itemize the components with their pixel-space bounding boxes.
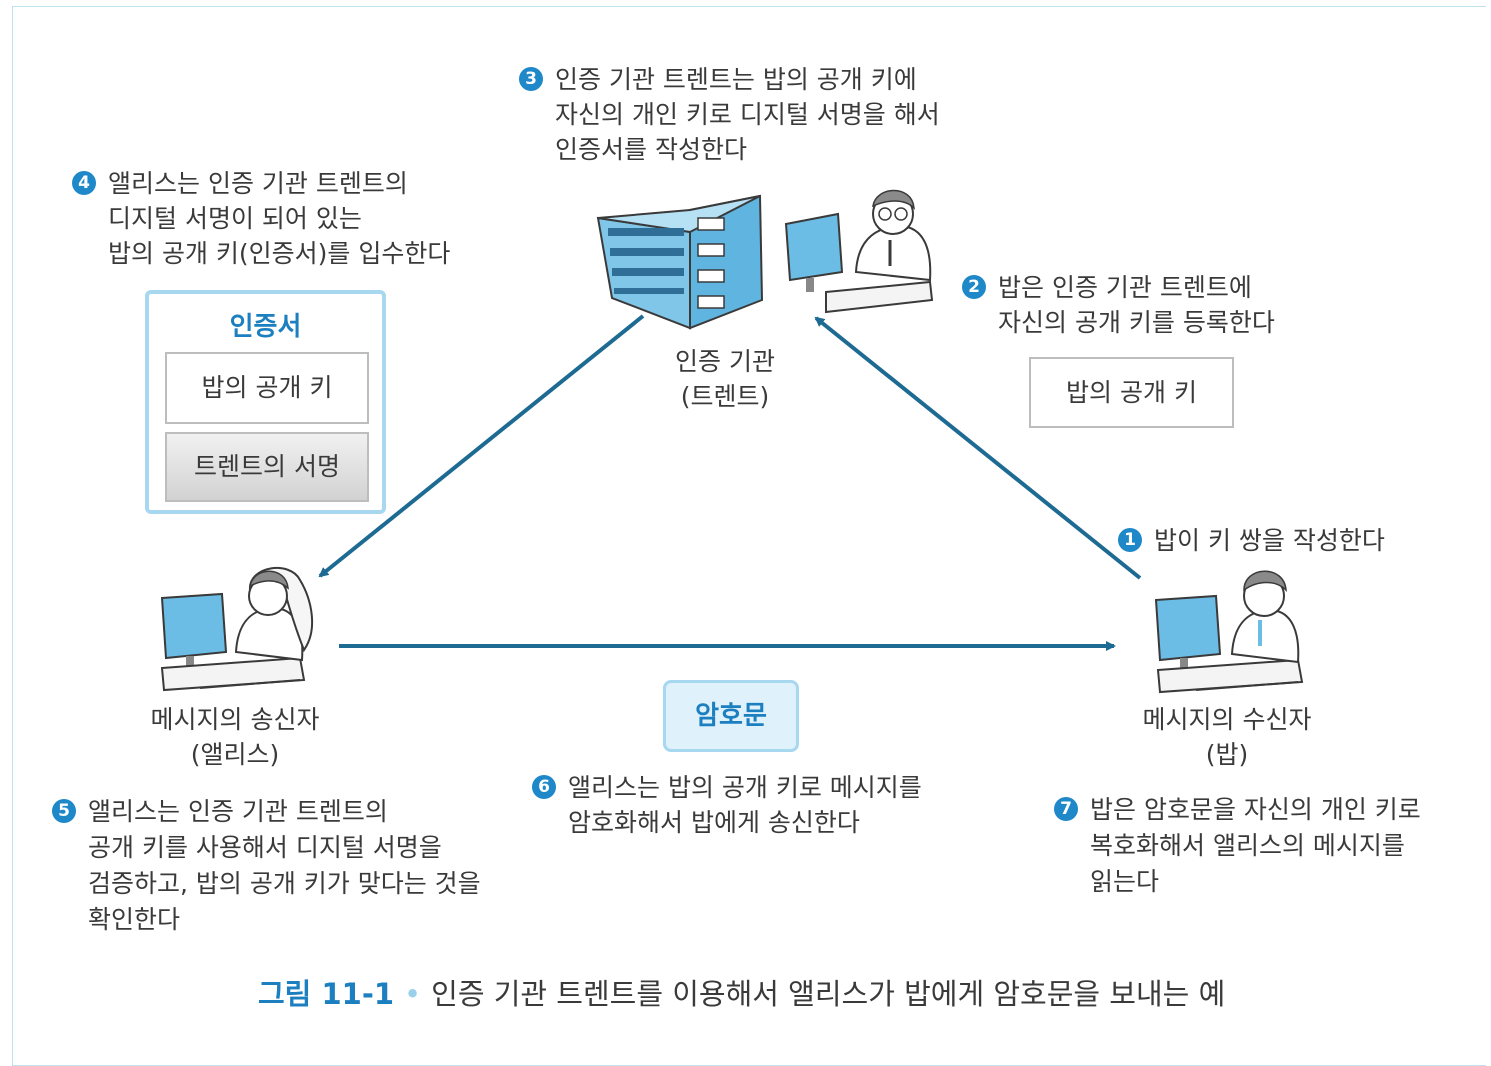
- step-5-line-1: 앨리스는 인증 기관 트렌트의: [88, 797, 388, 826]
- step-4-line-1: 앨리스는 인증 기관 트렌트의: [108, 169, 408, 198]
- step-1-badge: 1: [1118, 528, 1142, 552]
- step-4-badge: 4: [72, 171, 96, 195]
- diagram-graphics: [160, 189, 1304, 694]
- trent-person-icon: [784, 189, 934, 314]
- bob-person-icon: [1154, 570, 1304, 694]
- trent-label-line-1: 인증 기관: [675, 347, 775, 376]
- alice-label-line-2: (앨리스): [190, 740, 280, 769]
- step-5-line-2: 공개 키를 사용해서 디지털 서명을: [88, 833, 442, 862]
- arrow-trent-to-alice: [318, 314, 645, 578]
- step-3-line-2: 자신의 개인 키로 디지털 서명을 해서: [555, 100, 940, 129]
- arrow-bob-to-trent: [814, 316, 1142, 580]
- caption-text: 인증 기관 트렌트를 이용해서 앨리스가 밥에게 암호문을 보내는 예: [431, 977, 1226, 1011]
- step-6-badge: 6: [532, 775, 556, 799]
- step-6-line-1: 앨리스는 밥의 공개 키로 메시지를: [568, 773, 922, 802]
- step-5-badge: 5: [52, 799, 76, 823]
- certificate-public-key: 밥의 공개 키: [165, 352, 369, 424]
- alice-person-icon: [160, 566, 314, 692]
- caption-separator: •: [404, 977, 422, 1011]
- step-2-line-2: 자신의 공개 키를 등록한다: [998, 308, 1275, 337]
- bob-label-line-2: (밥): [1205, 740, 1249, 769]
- alice-label-line-1: 메시지의 송신자: [150, 705, 320, 734]
- figure-caption: 그림 11-1 • 인증 기관 트렌트를 이용해서 앨리스가 밥에게 암호문을 보내…: [258, 974, 1225, 1014]
- ciphertext-box: 암호문: [663, 680, 799, 752]
- step-1-line-1: 밥이 키 쌍을 작성한다: [1154, 526, 1385, 555]
- step-5-line-3: 검증하고, 밥의 공개 키가 맞다는 것을: [88, 869, 481, 898]
- step-7-line-2: 복호화해서 앨리스의 메시지를: [1090, 831, 1405, 860]
- step-6-line-2: 암호화해서 밥에게 송신한다: [568, 808, 860, 837]
- step-7-line-3: 읽는다: [1090, 867, 1160, 896]
- certificate-title: 인증서: [229, 312, 302, 342]
- alice-label: 메시지의 송신자 (앨리스): [130, 702, 340, 772]
- certificate-card: 인증서 밥의 공개 키 트렌트의 서명: [145, 290, 386, 514]
- certificate-signature: 트렌트의 서명: [165, 432, 369, 502]
- step-3-line-1: 인증 기관 트렌트는 밥의 공개 키에: [555, 65, 917, 94]
- bob-public-key-box: 밥의 공개 키: [1029, 357, 1234, 428]
- caption-number: 그림 11-1: [258, 977, 395, 1011]
- trent-label: 인증 기관 (트렌트): [640, 344, 810, 414]
- step-7-line-1: 밥은 암호문을 자신의 개인 키로: [1090, 795, 1421, 824]
- step-4-line-3: 밥의 공개 키(인증서)를 입수한다: [108, 239, 451, 268]
- step-3-line-3: 인증서를 작성한다: [555, 135, 747, 164]
- bob-label: 메시지의 수신자 (밥): [1122, 702, 1332, 772]
- step-7-badge: 7: [1054, 797, 1078, 821]
- step-4-line-2: 디지털 서명이 되어 있는: [108, 204, 362, 233]
- bob-label-line-1: 메시지의 수신자: [1142, 705, 1312, 734]
- step-5-line-4: 확인한다: [88, 905, 181, 934]
- trent-label-line-2: (트렌트): [680, 382, 770, 411]
- step-3-badge: 3: [519, 67, 543, 91]
- step-2-badge: 2: [962, 275, 986, 299]
- building-icon: [596, 194, 764, 330]
- step-2-line-1: 밥은 인증 기관 트렌트에: [998, 273, 1252, 302]
